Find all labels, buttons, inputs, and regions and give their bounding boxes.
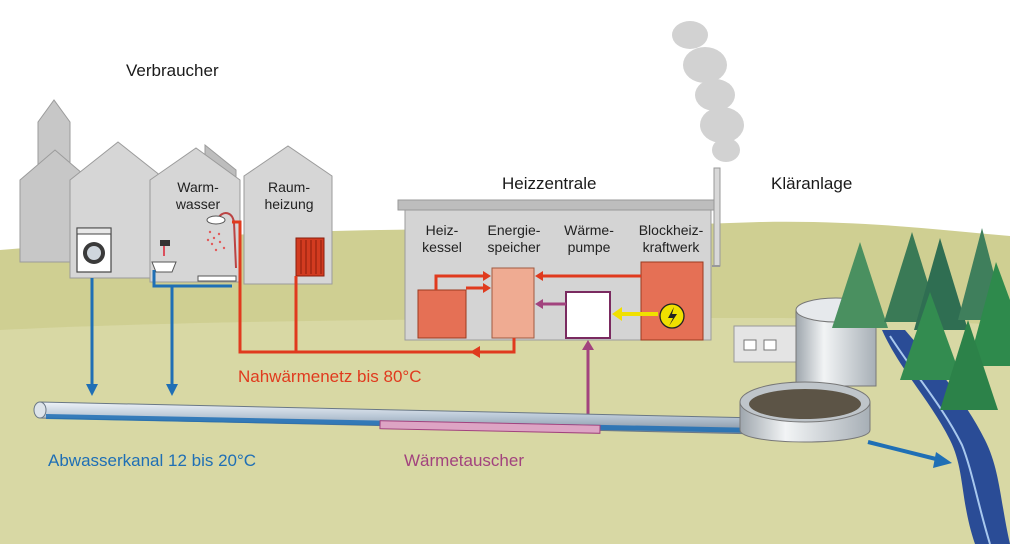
washing-machine-icon	[76, 227, 112, 273]
label-raumheizung-line1: Raum-	[267, 179, 310, 195]
river	[882, 330, 1010, 544]
label-raumheizung: Raum- heizung	[254, 179, 324, 213]
label-heizzentrale: Heizzentrale	[502, 174, 597, 193]
label-warmwasser-line2: wasser	[175, 196, 221, 212]
label-energiespeicher: Energie- speicher	[476, 222, 552, 256]
label-warmwasser: Warm- wasser	[166, 179, 230, 213]
church-building	[19, 99, 91, 263]
label-bhkw-line1: Blockheiz-	[638, 222, 704, 238]
energiespeicher-box	[491, 267, 535, 339]
sink-icon	[151, 240, 177, 273]
smoke-icon	[672, 21, 744, 162]
heat-exchanger-pad	[379, 420, 601, 434]
outflow-arrow	[867, 440, 952, 468]
label-waermetauscher: Wärmetauscher	[404, 451, 524, 470]
internal-heat-arrows	[434, 274, 641, 290]
label-energiespeicher-line1: Energie-	[487, 222, 541, 238]
heat-network-lines	[232, 220, 516, 354]
wastewater-arrow-1	[86, 384, 98, 396]
waermepumpe-box	[565, 291, 611, 339]
label-heizkessel-line1: Heiz-	[425, 222, 459, 238]
label-raumheizung-line2: heizung	[264, 196, 314, 212]
arrow-to-speicher-1	[483, 271, 491, 281]
label-heizkessel: Heiz- kessel	[410, 222, 474, 256]
label-klaeranlage: Kläranlage	[771, 174, 853, 193]
label-warmwasser-line1: Warm-	[177, 179, 219, 195]
electricity-icon	[659, 303, 685, 329]
heat-network-arrow	[470, 346, 480, 358]
heizkessel-box	[417, 289, 467, 339]
label-bhkw-line2: kraftwerk	[642, 239, 700, 255]
radiator-icon	[295, 237, 325, 277]
pump-to-speicher-arrow	[535, 299, 566, 309]
arrow-from-bhkw	[535, 271, 543, 281]
label-nahwaermenetz: Nahwärmenetz bis 80°C	[238, 367, 422, 386]
forest-trees	[832, 228, 1010, 410]
label-waermepumpe-line1: Wärme-	[564, 222, 614, 238]
label-heizkessel-line2: kessel	[422, 239, 462, 255]
wastewater-arrow-2	[166, 384, 178, 396]
label-waermepumpe-line2: pumpe	[567, 239, 611, 255]
wastewater-inflow	[90, 270, 232, 386]
label-bhkw: Blockheiz- kraftwerk	[628, 222, 714, 256]
klaeranlage-small-building	[733, 325, 799, 363]
arrow-to-speicher-2	[483, 283, 491, 293]
clarifier-basin	[739, 381, 871, 443]
label-verbraucher: Verbraucher	[126, 61, 219, 80]
label-energiespeicher-line2: speicher	[487, 239, 541, 255]
label-waermepumpe: Wärme- pumpe	[554, 222, 624, 256]
label-abwasserkanal: Abwasserkanal 12 bis 20°C	[48, 451, 257, 470]
electricity-arrow	[612, 307, 658, 321]
